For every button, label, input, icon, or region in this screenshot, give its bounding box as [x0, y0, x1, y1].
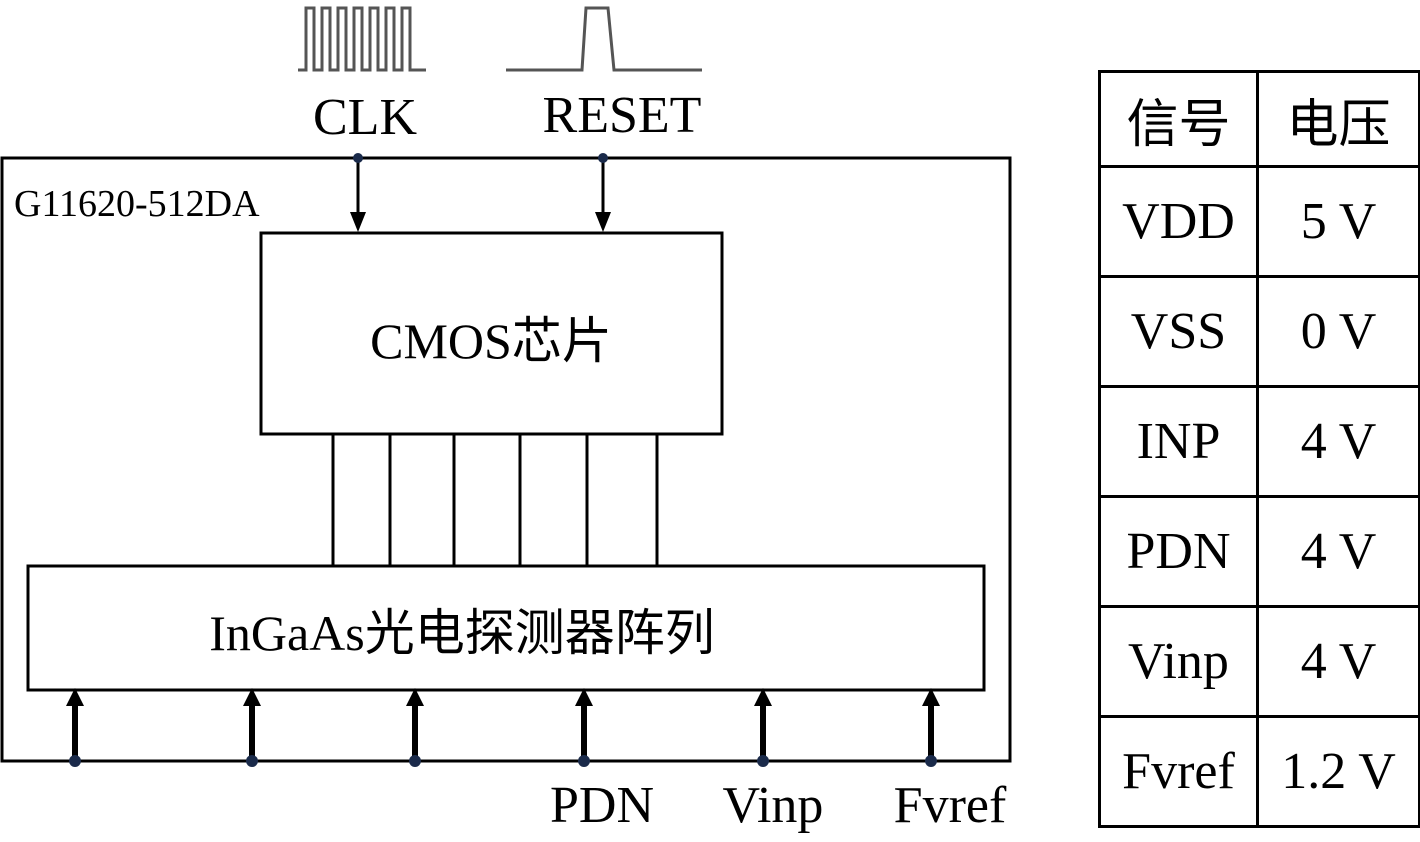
voltage-cell: 0 V — [1256, 275, 1420, 388]
vinp-input-terminal — [757, 755, 769, 767]
table-row: INP 4 V — [1098, 385, 1420, 498]
signal-column-header: 信号 — [1098, 70, 1259, 168]
signal-cell: VDD — [1098, 165, 1259, 278]
fvref-label: Fvref — [894, 777, 1007, 834]
voltage-cell: 4 V — [1256, 605, 1420, 718]
pdn-label: PDN — [550, 777, 654, 834]
signal-voltage-table: 信号 电压 VDD 5 V VSS 0 V INP 4 V PDN 4 V Vi… — [1098, 70, 1420, 828]
reset-terminal — [598, 153, 608, 163]
table-row: Vinp 4 V — [1098, 605, 1420, 718]
voltage-column-header: 电压 — [1256, 70, 1420, 168]
cmos-chip-label: CMOS芯片 — [370, 313, 612, 369]
fvref-input-arrowhead — [922, 688, 940, 706]
voltage-cell: 5 V — [1256, 165, 1420, 278]
signal-cell: PDN — [1098, 495, 1259, 608]
bottom-input-terminal — [409, 755, 421, 767]
signal-cell: Vinp — [1098, 605, 1259, 718]
cmos-chip-box — [259, 231, 724, 436]
fvref-input-terminal — [925, 755, 937, 767]
clock-waveform — [298, 6, 426, 72]
signal-cell: INP — [1098, 385, 1259, 498]
bottom-input-arrowhead — [66, 688, 84, 706]
vinp-input-arrowhead — [754, 688, 772, 706]
reset-arrowhead — [595, 212, 611, 232]
table-row: PDN 4 V — [1098, 495, 1420, 608]
signal-cell: VSS — [1098, 275, 1259, 388]
pdn-input-terminal — [578, 755, 590, 767]
bottom-input-arrowhead — [406, 688, 424, 706]
bottom-input-terminal — [246, 755, 258, 767]
table-row: Fvref 1.2 V — [1098, 715, 1420, 828]
voltage-cell: 1.2 V — [1256, 715, 1420, 828]
module-label: G11620-512DA — [14, 183, 260, 225]
voltage-cell: 4 V — [1256, 495, 1420, 608]
pdn-input-arrowhead — [575, 688, 593, 706]
table-row: VSS 0 V — [1098, 275, 1420, 388]
table-header-row: 信号 电压 — [1098, 70, 1420, 168]
bottom-input-terminal — [69, 755, 81, 767]
signal-cell: Fvref — [1098, 715, 1259, 828]
ingaas-array-box — [26, 564, 986, 692]
module-outline — [0, 156, 1012, 763]
vinp-label: Vinp — [723, 777, 824, 834]
bottom-input-arrowhead — [243, 688, 261, 706]
voltage-cell: 4 V — [1256, 385, 1420, 498]
reset-label: RESET — [543, 87, 702, 144]
table-row: VDD 5 V — [1098, 165, 1420, 278]
clk-arrowhead — [350, 212, 366, 232]
clk-terminal — [353, 153, 363, 163]
ingaas-array-label: InGaAs光电探测器阵列 — [209, 605, 715, 661]
clk-label: CLK — [313, 89, 417, 146]
reset-pulse-waveform — [506, 6, 702, 72]
